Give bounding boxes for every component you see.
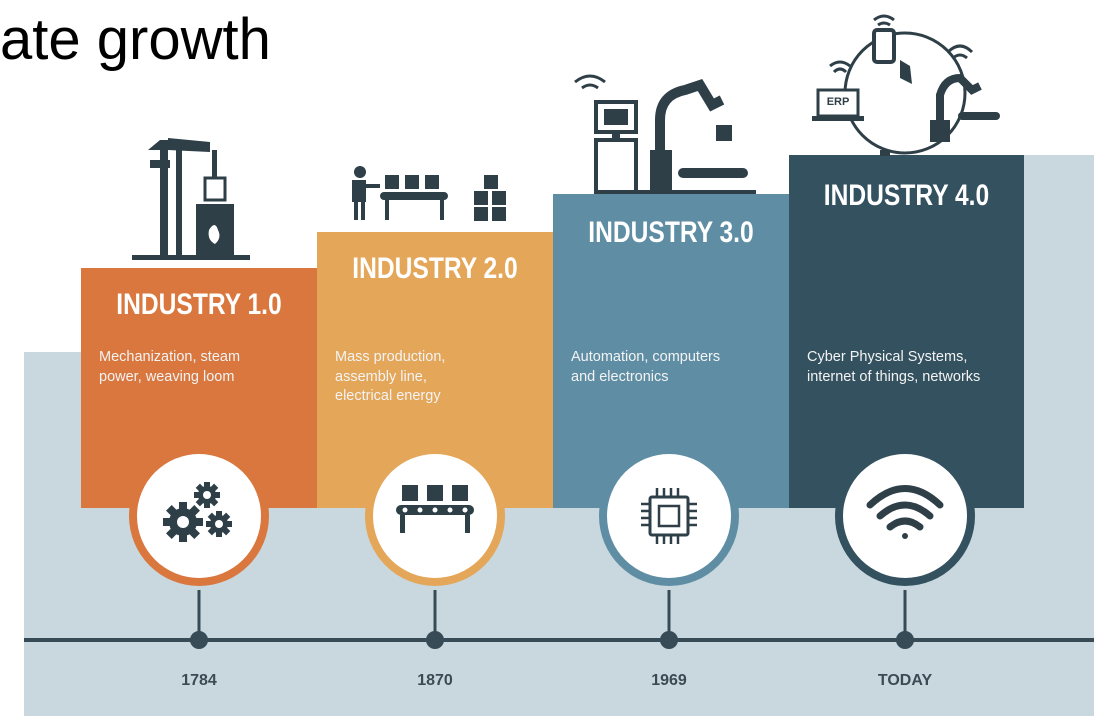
page-title: ate growth — [0, 7, 271, 72]
stage-industry-3: INDUSTRY 3.0 Automation, computers and e… — [553, 194, 789, 508]
year-label-today: TODAY — [877, 672, 933, 689]
wifi-icon — [866, 485, 944, 539]
stage-industry-1: INDUSTRY 1.0 Mechanization, steam power,… — [81, 268, 317, 508]
stage-name: INDUSTRY 3.0 — [588, 216, 754, 249]
assembly-line-icon — [352, 166, 506, 221]
erp-label: ERP — [826, 96, 850, 108]
stage-name: INDUSTRY 4.0 — [823, 179, 990, 212]
steam-engine-icon — [132, 138, 250, 260]
gears-icon — [163, 482, 232, 542]
stage-description: Cyber Physical Systems, internet of thin… — [807, 349, 981, 385]
stage-name: INDUSTRY 2.0 — [352, 252, 518, 285]
conveyor-belt-icon — [396, 485, 474, 533]
timeline-dot-3 — [660, 631, 678, 649]
robot-arm-computer-icon — [574, 74, 756, 194]
stage-industry-4: INDUSTRY 4.0 Cyber Physical Systems, int… — [789, 155, 1024, 508]
stage-industry-2: INDUSTRY 2.0 Mass production, assembly l… — [317, 232, 553, 508]
timeline-dot-4 — [896, 631, 914, 649]
timeline-dot-1 — [190, 631, 208, 649]
year-label-1969: 1969 — [651, 672, 687, 689]
background-band-right — [1024, 155, 1094, 355]
iot-network-icon — [812, 14, 1000, 156]
stage-description: Mechanization, steam power, weaving loom — [99, 349, 241, 385]
timeline-dot-2 — [426, 631, 444, 649]
microchip-icon — [641, 488, 697, 544]
year-label-1870: 1870 — [417, 672, 453, 689]
stage-description: Mass production, assembly line, electric… — [335, 349, 446, 404]
year-label-1784: 1784 — [181, 672, 217, 689]
stage-name: INDUSTRY 1.0 — [116, 288, 282, 321]
stage-description: Automation, computers and electronics — [571, 349, 721, 385]
